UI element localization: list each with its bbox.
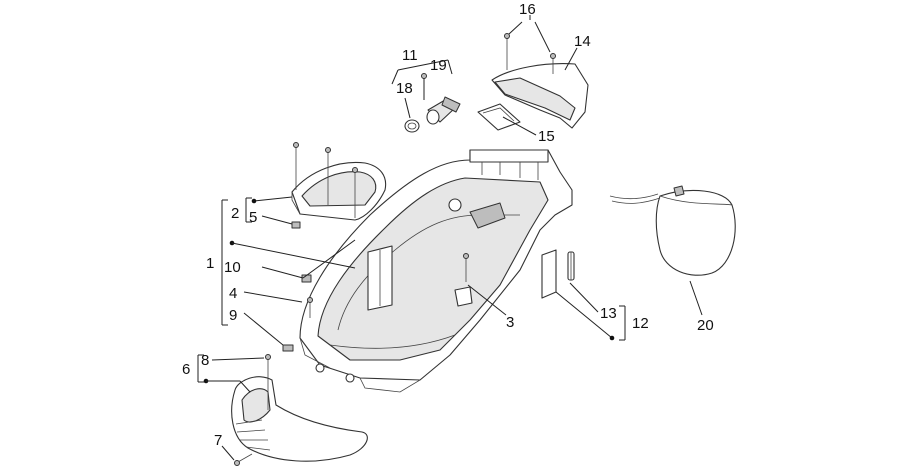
label-15: 15: [538, 128, 555, 145]
label-4: 4: [229, 285, 237, 302]
label-6: 6: [182, 361, 190, 378]
label-3: 3: [506, 314, 514, 331]
label-1: 1: [206, 255, 214, 272]
label-10: 10: [224, 259, 241, 276]
label-13: 13: [600, 305, 617, 322]
document-holder: [541, 249, 575, 299]
label-20: 20: [697, 317, 714, 334]
label-12: 12: [632, 315, 649, 332]
label-9: 9: [229, 307, 237, 324]
helmet-compartment: [299, 149, 573, 393]
label-2: 2: [231, 205, 239, 222]
label-5: 5: [249, 209, 257, 226]
clips-and-fasteners: [282, 253, 469, 352]
label-11: 11: [402, 47, 418, 64]
compartment-lid: [291, 142, 387, 229]
label-7: 7: [214, 432, 222, 449]
small-plate: [477, 103, 521, 131]
front-panel: [231, 354, 368, 466]
label-14: 14: [574, 33, 591, 50]
label-16: 16: [519, 1, 536, 18]
callout-lines: [197, 15, 703, 461]
helmet-bag: [609, 185, 736, 276]
tray-cover: [491, 33, 589, 129]
label-19: 19: [430, 57, 447, 74]
label-8: 8: [201, 352, 209, 369]
power-socket: [404, 73, 461, 133]
label-18: 18: [396, 80, 413, 97]
part-number-labels: 16 14 11 18 19 15 2 5 1 10 4 9 3 13 12 2…: [182, 1, 714, 449]
